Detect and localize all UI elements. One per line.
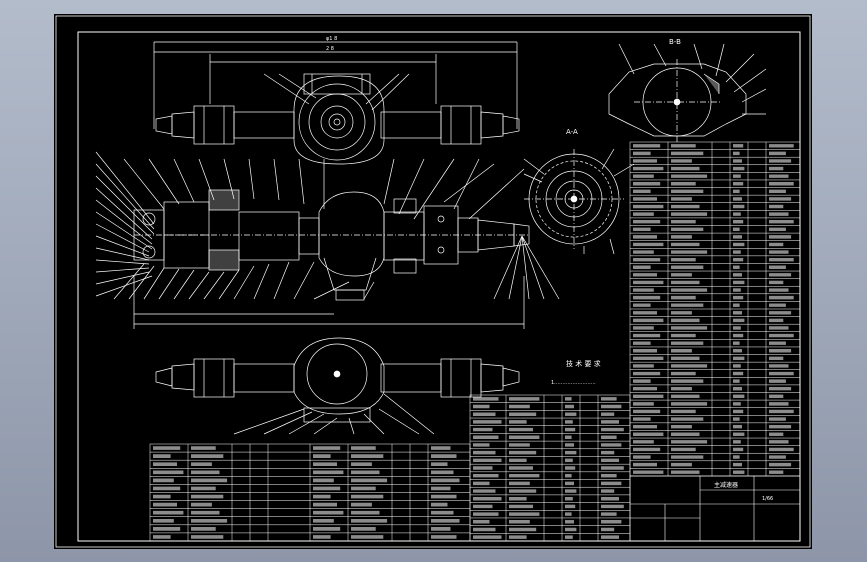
technical-notes-heading: 技 术 要 求 (566, 359, 601, 368)
section-a-a-label: A-A (566, 128, 578, 136)
section-a-a-view: A-A (523, 128, 635, 255)
technical-notes-line: 1.…………………… (551, 380, 596, 386)
title-block (629, 475, 801, 542)
top-plan-view: φ1 8 2 8 (153, 36, 520, 165)
title-block-code: 1/66 (762, 496, 773, 502)
svg-text:φ1 8: φ1 8 (326, 36, 337, 42)
bottom-rear-view (155, 337, 520, 435)
svg-text:2 8: 2 8 (326, 46, 334, 52)
outer-frame (55, 15, 811, 548)
parts-list-right (629, 141, 801, 477)
parts-list-middle (469, 394, 631, 542)
detail-b-b-view: B-B (608, 38, 767, 144)
detail-b-b-label: B-B (669, 38, 681, 46)
cad-drawing-sheet[interactable]: φ1 8 2 8 (54, 14, 812, 549)
drawing-canvas: φ1 8 2 8 (55, 15, 811, 548)
main-section-view (95, 151, 560, 329)
parts-list-left (149, 443, 471, 542)
title-block-name: 主减速器 (714, 481, 738, 489)
